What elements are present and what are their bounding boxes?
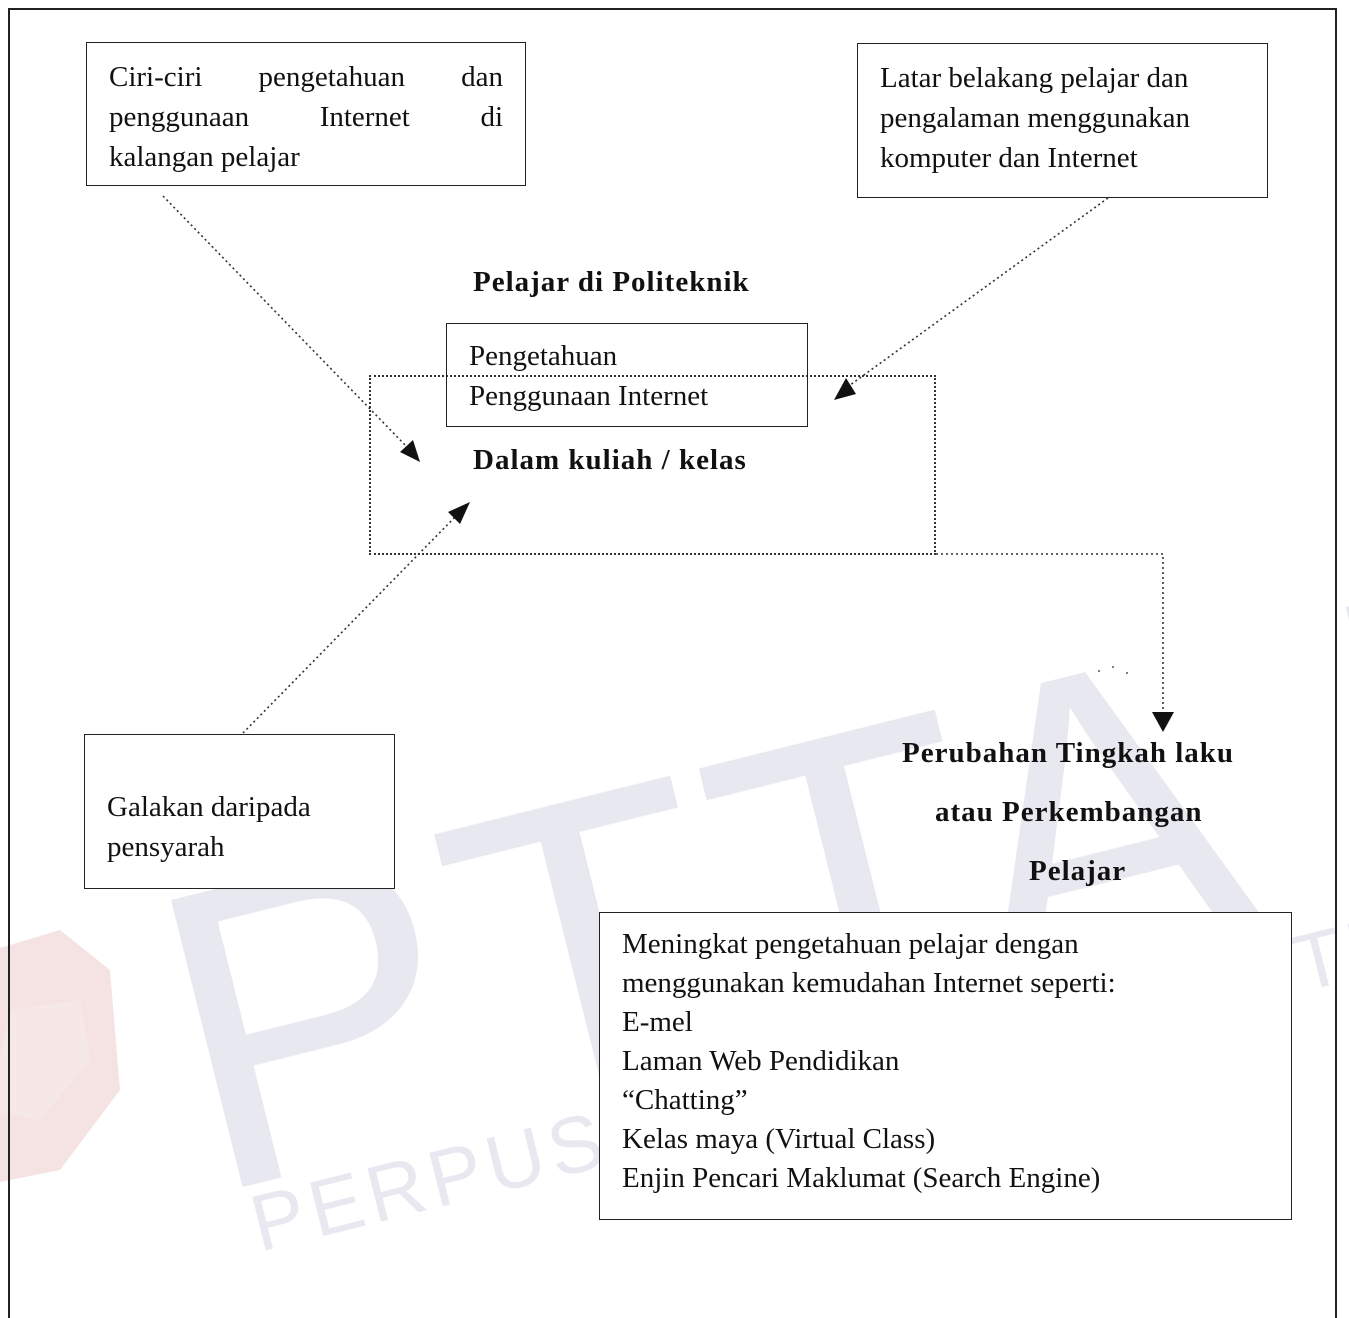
arrowhead-tl-icon: [400, 440, 420, 462]
arrow-bl-line: [242, 513, 459, 734]
inner-line-internet-usage: Penggunaan Internet: [469, 380, 709, 412]
tr-line-1: Latar belakang pelajar dan: [880, 62, 1189, 94]
outcome-item-education-web: Laman Web Pendidikan: [622, 1045, 900, 1077]
bl-line-2: pensyarah: [107, 831, 225, 863]
outcome-title-line-2: atau Perkembangan: [935, 796, 1203, 828]
center-caption: Dalam kuliah / kelas: [473, 444, 747, 476]
arrowhead-tr-icon: [834, 378, 856, 400]
outcome-line-1: Meningkat pengetahuan pelajar dengan: [622, 928, 1079, 960]
outcome-item-chatting: “Chatting”: [622, 1084, 748, 1116]
box-outcome-internet-facilities: Meningkat pengetahuan pelajar dengan men…: [599, 912, 1292, 1220]
center-dotted-box: [369, 375, 936, 555]
tl-line-3: kalangan pelajar: [109, 141, 300, 173]
outcome-item-search-engine: Enjin Pencari Maklumat (Search Engine): [622, 1162, 1101, 1194]
box-internet-knowledge-characteristics: Ciri-ciri pengetahuan dan penggunaan Int…: [86, 42, 526, 186]
diagram-frame: [8, 8, 1337, 1318]
box-lecturer-encouragement: Galakan daripada pensyarah: [84, 734, 395, 889]
arrow-outcome-line: [936, 553, 1164, 712]
arrowhead-outcome-icon: [1152, 712, 1174, 732]
bl-line-1: Galakan daripada: [107, 791, 311, 823]
arrowhead-bl-icon: [448, 502, 470, 524]
box-knowledge-usage: Pengetahuan Penggunaan Internet: [446, 323, 808, 427]
box-student-background: Latar belakang pelajar dan pengalaman me…: [857, 43, 1268, 198]
outcome-item-virtual-class: Kelas maya (Virtual Class): [622, 1123, 936, 1155]
inner-line-knowledge: Pengetahuan: [469, 340, 618, 372]
outcome-line-2: menggunakan kemudahan Internet seperti:: [622, 967, 1116, 999]
tr-line-3: komputer dan Internet: [880, 142, 1138, 174]
tl-line-1: Ciri-ciri pengetahuan dan: [109, 61, 503, 93]
speck-2: [1112, 666, 1114, 668]
outcome-title-line-3: Pelajar: [1029, 855, 1127, 887]
speck-1: [1098, 670, 1100, 672]
arrow-tl-line: [162, 195, 409, 449]
outcome-title-line-1: Perubahan Tingkah laku: [902, 737, 1235, 769]
arrow-tr-line: [845, 197, 1109, 389]
outcome-item-email: E-mel: [622, 1006, 693, 1038]
tl-line-2: penggunaan Internet di: [109, 101, 503, 133]
center-title: Pelajar di Politeknik: [473, 266, 750, 298]
speck-3: [1126, 672, 1128, 674]
tr-line-2: pengalaman menggunakan: [880, 102, 1191, 134]
